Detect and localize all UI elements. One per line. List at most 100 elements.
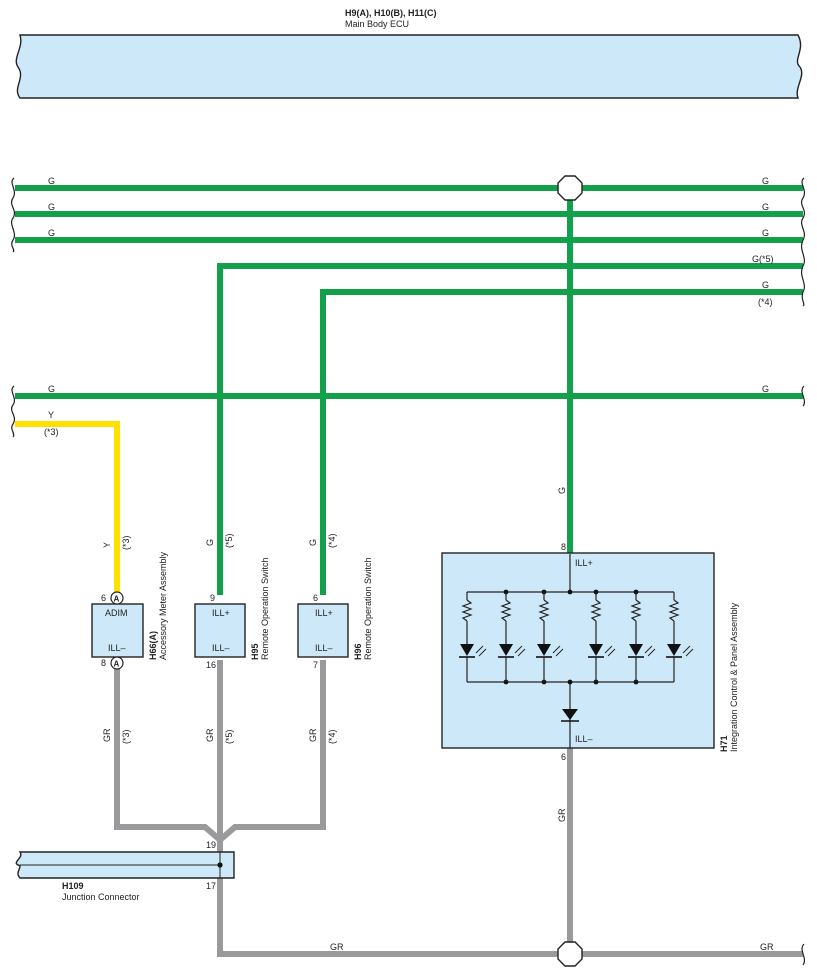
junction-dot	[217, 862, 223, 868]
h95-wire-in-note: (*5)	[224, 533, 234, 548]
h96-wire-in-note: (*4)	[327, 533, 337, 548]
h95-code: H95	[250, 643, 260, 660]
meter-pin-bottom: 8	[101, 658, 106, 668]
h95-name: Remote Operation Switch	[260, 557, 270, 660]
led-ray	[647, 648, 656, 657]
ecu-block	[15, 34, 803, 99]
meter-pin-bottom-marker	[110, 656, 124, 670]
bus-label-right-5: G	[762, 280, 769, 290]
h71-term-top: ILL+	[575, 558, 593, 568]
led-ray	[552, 645, 561, 654]
led-icon	[629, 644, 643, 656]
ecu-name: Main Body ECU	[345, 19, 409, 29]
output-diode-body	[562, 709, 578, 720]
junction-to-ground-wire	[217, 878, 803, 957]
led-ray	[478, 648, 487, 657]
led-ray	[607, 648, 616, 657]
ground-wire-label: GR	[330, 942, 344, 952]
h96-wire-out-label: GR	[308, 728, 318, 742]
resistor	[461, 599, 473, 622]
h96-box	[297, 603, 349, 658]
meter-component: ADIM ILL– A A 6 8 H66(A) Accessory Meter…	[91, 551, 168, 670]
resistor	[500, 599, 512, 622]
meter-term-top: ADIM	[105, 608, 128, 618]
h71-wire-in-label: G	[557, 487, 567, 494]
yellow-wire-note: (*3)	[44, 427, 59, 437]
h96-wire-in-label: G	[308, 539, 318, 546]
h96-wire-out-note: (*4)	[327, 729, 337, 744]
bus-label-right-2: G	[762, 202, 769, 212]
led-ray	[555, 648, 564, 657]
h71-term-bottom: ILL–	[575, 734, 593, 744]
led-ray	[604, 645, 613, 654]
resistor	[590, 599, 602, 622]
h96-term-bottom: ILL–	[315, 643, 333, 653]
ground-splice-point	[557, 941, 583, 967]
h95-wire-out-label: GR	[205, 728, 215, 742]
h96-ground-wire	[218, 660, 326, 843]
meter-wire-in-note: (*3)	[121, 535, 131, 550]
resistor	[668, 599, 680, 622]
green-bus	[15, 185, 803, 595]
junction-name: Junction Connector	[62, 892, 140, 902]
junction-pin-bottom: 17	[206, 881, 216, 891]
wire-break-marks	[10, 177, 806, 438]
h95-term-bottom: ILL–	[212, 643, 230, 653]
bus-label-left-1: G	[48, 176, 55, 186]
meter-wire-out-note: (*3)	[121, 729, 131, 744]
h71-code: H71	[719, 735, 729, 752]
h95-wire-out-note: (*5)	[224, 729, 234, 744]
ecu-connector-code: H9(A), H10(B), H11(C)	[345, 8, 437, 18]
h71-wire-out-label: GR	[557, 808, 567, 822]
break-mark-right-2	[801, 385, 806, 407]
h96-code: H96	[353, 643, 363, 660]
led-ray	[644, 645, 653, 654]
h95-term-top: ILL+	[212, 608, 230, 618]
bus-label-left-6: G	[48, 384, 55, 394]
h71-pin-bottom: 6	[561, 752, 566, 762]
led-ray	[514, 645, 523, 654]
led-icon	[537, 644, 551, 656]
led-ray	[685, 648, 694, 657]
h95-box	[194, 603, 246, 658]
led-icon	[460, 644, 474, 656]
bus-label-right-4: G(*5)	[752, 254, 774, 264]
h71-pin-top: 8	[561, 542, 566, 552]
break-mark-ground	[801, 943, 806, 966]
meter-wire-out-label: GR	[102, 728, 112, 742]
meter-term-bottom: ILL–	[108, 643, 126, 653]
h96-pin-bottom: 7	[313, 660, 318, 670]
bus-splice-point	[557, 175, 583, 201]
h95-pin-top: 9	[210, 593, 215, 603]
led-icon	[499, 644, 513, 656]
meter-code: H66(A)	[148, 631, 158, 660]
output-junction-dot	[567, 679, 573, 685]
junction-code: H109	[62, 881, 84, 891]
bus-label-right-1: G	[762, 176, 769, 186]
led-icon	[589, 644, 603, 656]
junction-connector: 19 17 H109 Junction Connector	[15, 840, 235, 902]
meter-wire-in-label: Y	[102, 542, 112, 548]
led-branches	[459, 589, 694, 685]
h71-name: Integration Control & Panel Assembly	[729, 602, 739, 752]
resistor	[630, 599, 642, 622]
output-diode	[561, 709, 579, 722]
break-mark-right	[800, 177, 806, 307]
h71-component: 8 ILL+ ILL– 6 H71 Integration Control & …	[441, 542, 739, 762]
led-ray	[517, 648, 526, 657]
meter-pin-bottom-tag: A	[114, 660, 120, 669]
h96-component: ILL+ ILL– 6 7 H96 Remote Operation Switc…	[297, 557, 373, 670]
break-mark-left-2	[10, 385, 16, 438]
feed-junction-dot	[567, 589, 573, 595]
led-ray	[475, 645, 484, 654]
gray-wires	[114, 660, 803, 957]
h95-wire-in-label: G	[205, 539, 215, 546]
bus-label-left-3: G	[48, 228, 55, 238]
yellow-wire	[15, 421, 120, 593]
break-mark-left	[10, 177, 16, 253]
h96-term-top: ILL+	[315, 608, 333, 618]
bus-label-right-3: G	[762, 228, 769, 238]
meter-name: Accessory Meter Assembly	[158, 551, 168, 660]
resistor	[538, 599, 550, 622]
